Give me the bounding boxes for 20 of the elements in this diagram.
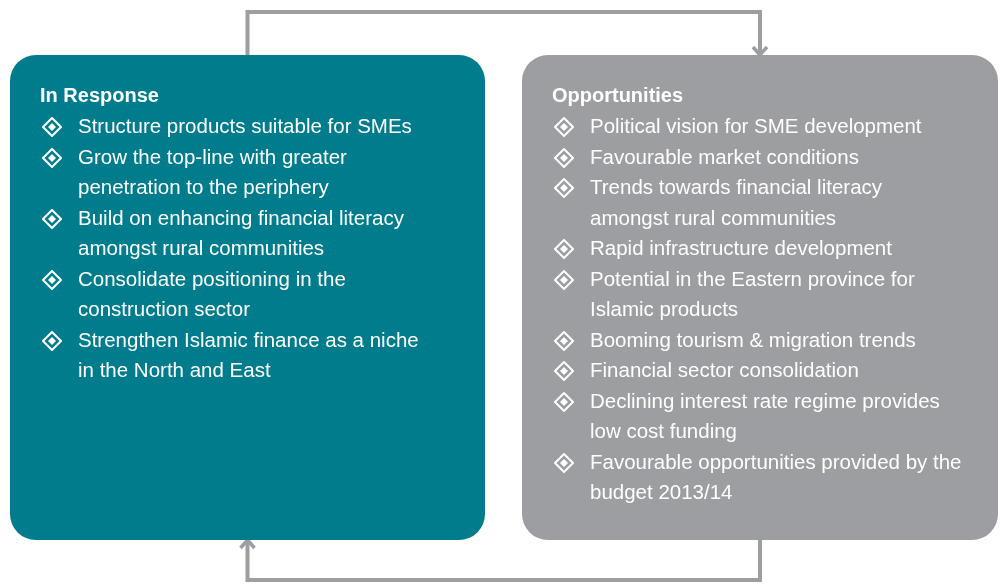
bullet-text: Strengthen Islamic finance as a niche in the North and East — [78, 326, 420, 383]
bullet-text: Build on enhancing financial literacy amongst rural communities — [78, 204, 405, 261]
arrow — [245, 10, 769, 57]
bullet-text: Financial sector consolidation — [590, 357, 860, 383]
bullet-text: Favourable opportunities provided by the budget 2013/14 — [590, 448, 963, 505]
bullet-text: Consolidate positioning in the construction sector — [78, 265, 347, 322]
content-panel — [522, 55, 998, 540]
bullet-text: Political vision for SME development — [590, 113, 923, 139]
bullet-text: Booming tourism & migration trends — [590, 326, 917, 353]
bullet-text: Rapid infrastructure development — [590, 235, 893, 261]
arrow — [238, 538, 762, 582]
bullet-text: Trends towards financial literacy amongst rural communities — [590, 174, 884, 231]
bullet-text: Structure products suitable for SMEs — [78, 113, 413, 139]
bullet-text: Potential in the Eastern province for Islamic products — [590, 265, 916, 322]
content-panel — [10, 55, 485, 540]
bullet-text: Grow the top-line with greater penetration to the periphery — [78, 143, 348, 200]
bullet-text: Declining interest rate regime provides low cost funding — [590, 387, 941, 444]
panel-heading: In Response — [40, 83, 159, 107]
panel-heading: Opportunities — [552, 83, 684, 107]
bullet-text: Favourable market conditions — [590, 143, 860, 170]
